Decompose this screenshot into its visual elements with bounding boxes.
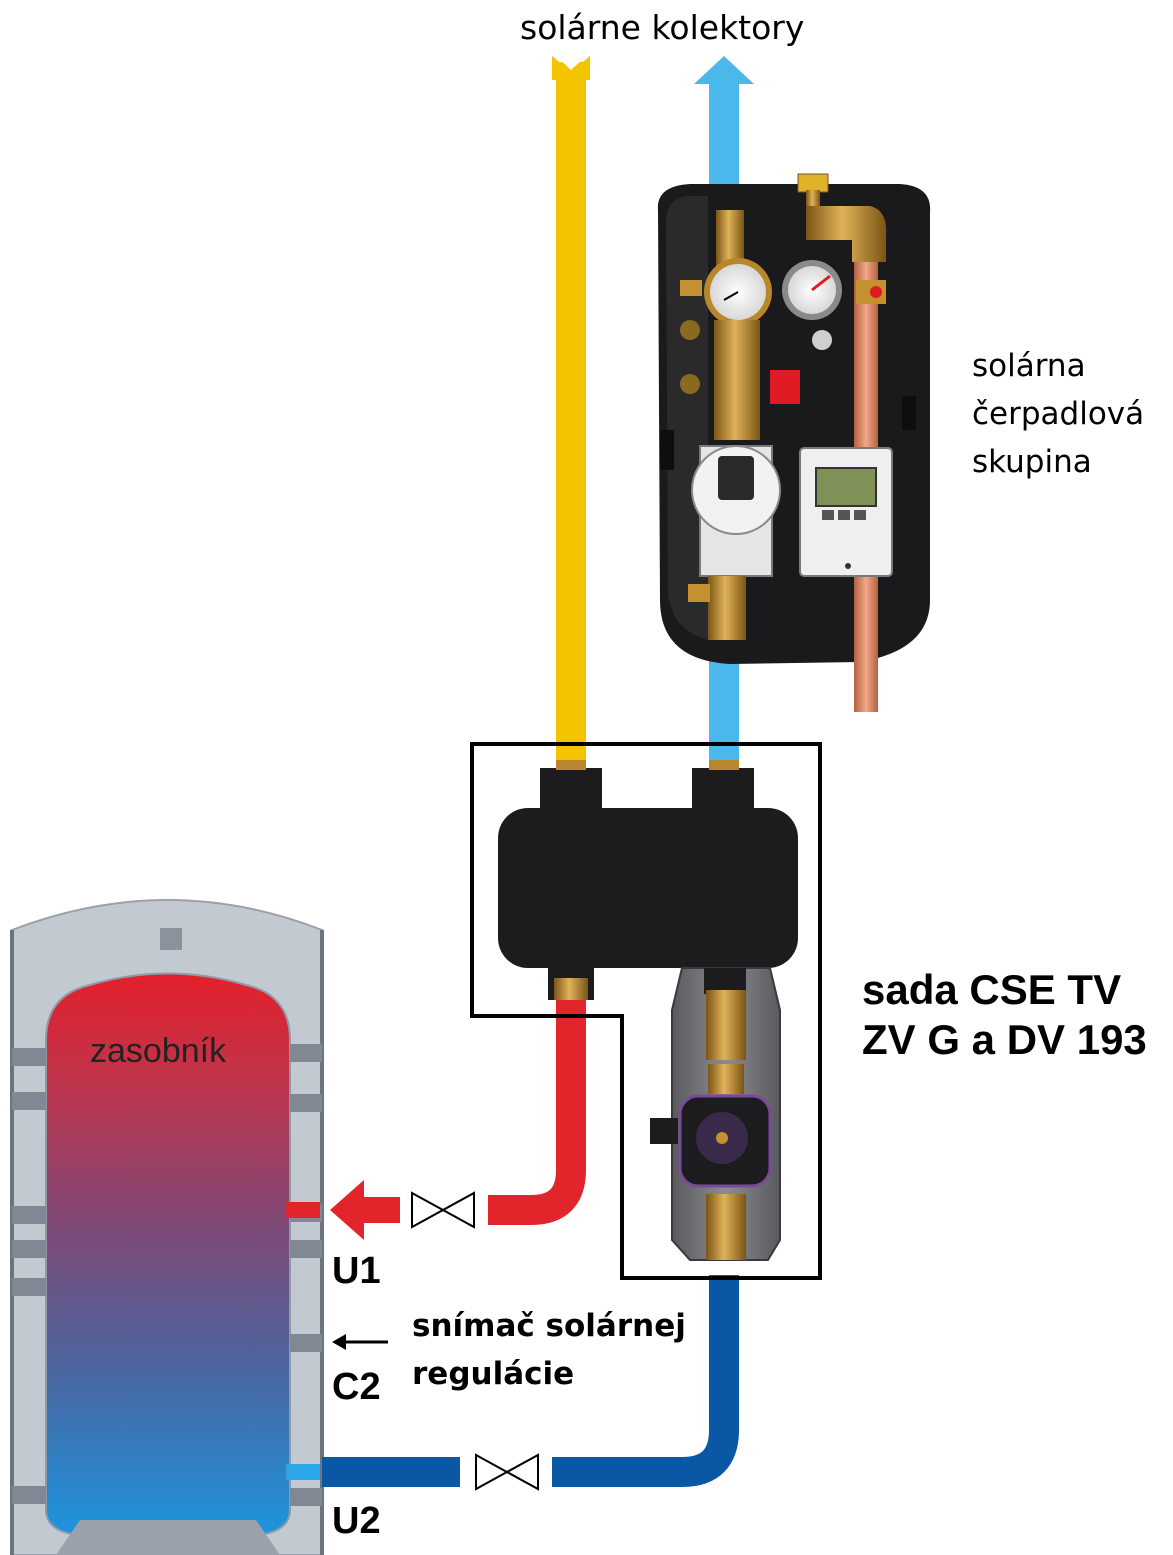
collectors-label: solárne kolektory xyxy=(520,8,805,47)
pressure-gauge-icon xyxy=(782,260,842,320)
pump-station-label-line-3: skupina xyxy=(972,444,1092,480)
sensor-label-line-1: snímač solárnej xyxy=(412,1308,686,1344)
port-u1-label: U1 xyxy=(332,1250,381,1292)
controller-icon xyxy=(799,447,893,577)
port-c2-label: C2 xyxy=(332,1366,381,1408)
circulation-pump-icon xyxy=(650,1094,772,1188)
sensor-label-line-2: regulácie xyxy=(412,1356,575,1392)
tank-top-lug xyxy=(160,928,182,950)
pump-station-label-line-2: čerpadlová xyxy=(972,396,1145,432)
port-u2-label: U2 xyxy=(332,1500,381,1542)
blue-cold-pipe-tank-side xyxy=(336,1457,460,1487)
valve-icon xyxy=(475,1453,539,1491)
kit-pump-unit xyxy=(650,967,781,1261)
kit-label-line-2: ZV G a DV 193 xyxy=(862,1016,1147,1063)
blue-cold-pipe xyxy=(552,1275,739,1487)
circulation-pump-icon xyxy=(691,445,781,577)
kit-label: sada CSE TV ZV G a DV 193 xyxy=(862,965,1147,1065)
heat-exchanger-block xyxy=(498,760,798,1000)
kit-outline xyxy=(470,742,822,1280)
yellow-supply-pipe xyxy=(552,56,590,774)
pump-station-label: solárna čerpadlová skupina xyxy=(972,342,1144,486)
port-u1-stub xyxy=(286,1202,320,1218)
sensor-label: snímač solárnej regulácie xyxy=(412,1302,686,1398)
arrow-left-icon xyxy=(332,1334,388,1350)
kit-label-line-1: sada CSE TV xyxy=(862,966,1122,1013)
tank-label: zasobník xyxy=(90,1032,227,1070)
thermometer-gauge-icon xyxy=(704,258,772,326)
port-u2-stub xyxy=(286,1464,320,1480)
red-hot-pipe xyxy=(488,980,586,1225)
valve-icon xyxy=(411,1191,475,1229)
solar-pump-station xyxy=(657,173,931,712)
storage-tank xyxy=(10,899,324,1555)
arrow-up-icon xyxy=(694,56,754,84)
tank-foot xyxy=(56,1520,280,1555)
arrow-left-icon xyxy=(330,1180,400,1240)
pump-station-label-line-1: solárna xyxy=(972,348,1086,384)
